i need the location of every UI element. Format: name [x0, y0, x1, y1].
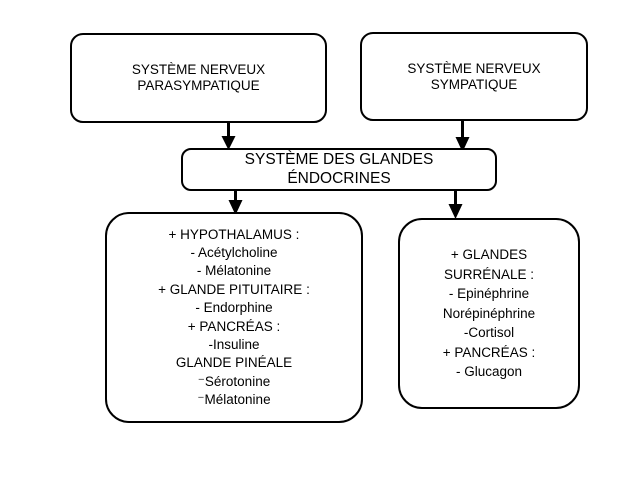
node-line: SYSTÈME NERVEUX	[131, 62, 266, 78]
node-line: - Glucagon	[455, 364, 523, 380]
node-line: -Insuline	[208, 336, 260, 352]
node-systeme-nerveux-parasympatique[interactable]: SYSTÈME NERVEUX PARASYMPATIQUE	[70, 33, 327, 123]
node-line: GLANDE PINÉALE	[175, 355, 293, 371]
node-line: ⁻Mélatonine	[197, 391, 271, 407]
node-line: - Endorphine	[195, 300, 273, 316]
node-line: SYSTÈME NERVEUX	[407, 60, 541, 76]
node-line: + GLANDES	[450, 247, 528, 263]
node-glandes-surrenale-pancreas[interactable]: + GLANDES SURRÉNALE : - Epinéphrine Noré…	[398, 218, 580, 409]
node-line: + PANCRÉAS :	[187, 318, 281, 334]
node-line: - Epinéphrine	[448, 286, 530, 302]
node-line: ⁻Sérotonine	[197, 373, 271, 389]
node-line: PARASYMPATIQUE	[137, 78, 260, 93]
node-line: SYSTÈME DES GLANDES	[244, 151, 434, 169]
node-systeme-des-glandes-endocrines[interactable]: SYSTÈME DES GLANDES ÉNDOCRINES	[181, 148, 497, 191]
node-line: ÉNDOCRINES	[287, 169, 391, 187]
node-systeme-nerveux-sympatique[interactable]: SYSTÈME NERVEUX SYMPATIQUE	[360, 32, 588, 121]
node-line: SYMPATIQUE	[430, 76, 518, 92]
node-line: + GLANDE PITUITAIRE :	[158, 281, 310, 297]
node-line: -Cortisol	[463, 325, 515, 341]
node-line: + HYPOTHALAMUS :	[168, 226, 300, 242]
node-line: - Mélatonine	[196, 263, 272, 279]
node-line: - Acétylcholine	[190, 245, 278, 261]
node-glandes-hypothalamus-pituitaire-pancreas-pineale[interactable]: + HYPOTHALAMUS : - Acétylcholine - Mélat…	[105, 212, 363, 423]
node-line: Norépinéphrine	[442, 305, 536, 321]
node-line: + PANCRÉAS :	[442, 344, 536, 360]
node-line: SURRÉNALE :	[443, 266, 535, 282]
